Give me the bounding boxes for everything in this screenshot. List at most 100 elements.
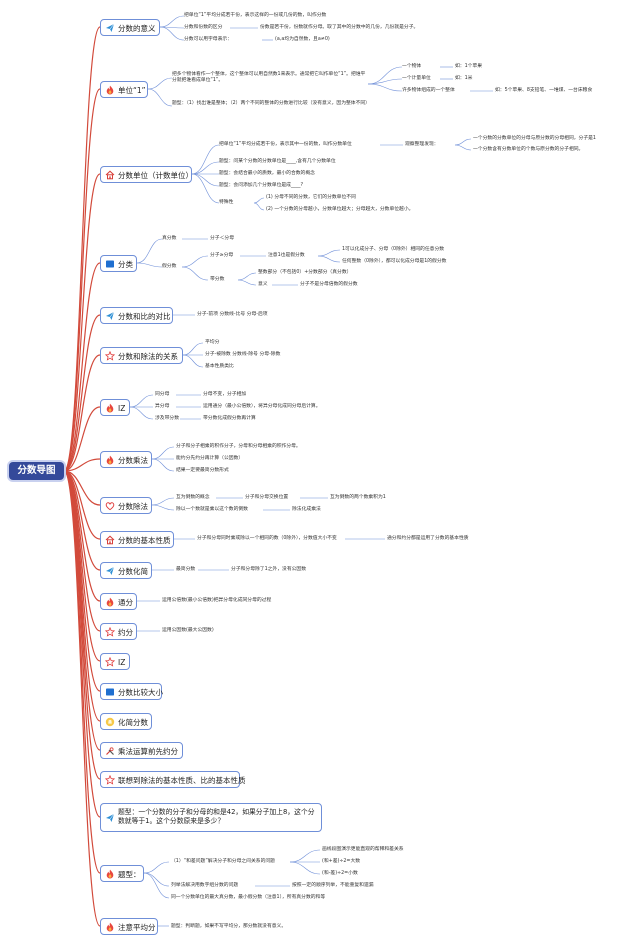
topic-node-basic-property[interactable]: 分数的基本性质 — [100, 531, 174, 548]
connector-line — [63, 470, 101, 927]
topic-node-associate-properties[interactable]: 联想到除法的基本性质、比的基本性质 — [100, 771, 246, 788]
connector-line — [159, 26, 185, 41]
star-icon — [105, 775, 115, 785]
topic-node-common-denominator[interactable]: 通分 — [100, 593, 137, 610]
connector-line — [63, 88, 101, 472]
fire-icon — [105, 403, 115, 413]
topic-label: 题型： — [118, 869, 141, 879]
topic-node-fraction-meaning[interactable]: 分数的意义 — [100, 19, 160, 36]
connector-line — [63, 314, 101, 472]
topic-node-average-division[interactable]: 注意平均分 — [100, 918, 158, 935]
leaf-text: 涉及带分数 — [155, 416, 179, 421]
connector-line — [151, 504, 175, 511]
connector-line — [63, 26, 101, 472]
connector-line — [317, 249, 341, 257]
topic-node-unit-one[interactable]: 单位“1” — [100, 81, 148, 98]
fire-icon — [105, 85, 115, 95]
star-icon — [105, 627, 115, 637]
leaf-text: 题型：会结合最小的质数，最小的合数的概念 — [219, 171, 315, 176]
leaf-text: 一个计量单位 — [402, 76, 431, 81]
connector-line — [63, 354, 101, 472]
leaf-text: 带分数化成假分数再计算 — [203, 416, 256, 421]
leaf-text: 平均分 — [205, 340, 220, 345]
leaf-text: 分子和分母交换位置 — [245, 495, 289, 500]
flag-icon — [105, 687, 115, 697]
connector-line — [159, 15, 185, 28]
leaf-text: 除法化成乘法 — [292, 507, 321, 512]
topic-node-classification[interactable]: 分类 — [100, 255, 137, 272]
topic-label: 题型：一个分数的分子和分母的和是42，如果分子加上8，这个分数就等于1。这个分数… — [118, 808, 315, 825]
connector-line — [182, 342, 204, 356]
leaf-text: 分子≥分母 — [210, 253, 234, 258]
topic-label: 化简分数 — [118, 717, 148, 727]
connector-line — [191, 161, 220, 175]
connector-line — [129, 406, 154, 420]
leaf-text: 如：1个苹果 — [455, 64, 483, 69]
leaf-text: 画线段图演示更能直观的帮释和差关系 — [322, 847, 404, 852]
topic-node-simplify[interactable]: 分数化简 — [100, 562, 152, 579]
leaf-text: 带分数 — [210, 277, 225, 282]
leaf-text: 真分数 — [162, 236, 177, 241]
connector-line — [237, 279, 257, 286]
topic-node-fraction-multiplication[interactable]: 分数乘法 — [100, 451, 152, 468]
topic-node-iz-2[interactable]: ⅠZ — [100, 653, 130, 670]
leaf-text: (1) 分母不同的分数，它们的分数单位不同 — [266, 195, 356, 200]
leaf-text: 分子-前项 分数线-比号 分母-后项 — [197, 312, 268, 317]
connector-line — [151, 497, 175, 506]
fire-icon — [105, 869, 115, 879]
topic-label: 分数和比的对比 — [118, 311, 171, 321]
topic-node-iz[interactable]: ⅠZ — [100, 399, 130, 416]
connector-line — [289, 849, 321, 863]
connector-line — [191, 173, 220, 187]
connector-line — [289, 861, 321, 875]
connector-line — [454, 144, 472, 151]
topic-node-reduce-before-multiply[interactable]: 乘法运算前先约分 — [100, 742, 183, 759]
leaf-text: 除以一个数就是乘以这个数的倒数 — [176, 507, 248, 512]
leaf-text: 题型：问某个分数的分数单位是____,含有几个分数单位 — [219, 159, 336, 164]
connector-line — [454, 138, 472, 146]
connector-line — [143, 872, 170, 887]
leaf-text: 1可以化成分子、分母（0除外）相同的任意分数 — [342, 247, 445, 252]
leaf-text: 注意1也是假分数 — [268, 253, 305, 258]
leaf-text: 许多物体组成的一个整体 — [402, 88, 455, 93]
topic-node-compare[interactable]: 分数比较大小 — [100, 683, 163, 700]
leaf-text: 特殊性 — [219, 200, 234, 205]
topic-label: 分数和除法的关系 — [118, 351, 178, 361]
send-icon — [105, 23, 115, 33]
send-icon — [105, 566, 115, 576]
leaf-text: 同一个分数单位的最大真分数，最小假分数（注意1），所有真分数的和等 — [171, 895, 326, 900]
leaf-text: 意义 — [258, 282, 268, 287]
leaf-text: 把单位“1”平均分成若干份，表示其中一份的数，叫作分数单位 — [219, 142, 352, 147]
topic-node-fraction-ratio[interactable]: 分数和比的对比 — [100, 307, 173, 324]
topic-label: 分数化简 — [118, 566, 148, 576]
leaf-text: 分数和份数的区分 — [184, 25, 223, 30]
fire-icon — [105, 455, 115, 465]
topic-label: 分数比较大小 — [118, 687, 163, 697]
star-icon — [105, 351, 115, 361]
leaf-text: 如：1米 — [455, 76, 473, 81]
topic-node-problem-sum-42[interactable]: 题型：一个分数的分子和分母的和是42，如果分子加上8，这个分数就等于1。这个分数… — [100, 803, 322, 832]
connector-line — [63, 173, 101, 472]
topic-node-fraction-division-relation[interactable]: 分数和除法的关系 — [100, 347, 183, 364]
connector-line — [181, 255, 209, 268]
topic-label: ⅠZ — [118, 657, 126, 667]
connector-line — [191, 173, 220, 204]
connector-line — [63, 406, 101, 472]
connector-line — [63, 458, 101, 472]
connector-line — [253, 202, 265, 211]
topic-label: 单位“1” — [118, 85, 146, 95]
connector-line — [317, 255, 341, 263]
topic-node-fraction-division[interactable]: 分数除法 — [100, 497, 152, 514]
leaf-text: 题型：判断题，如果不写平均分，那分数就没有意义。 — [171, 924, 287, 929]
connector-line — [143, 872, 170, 899]
topic-label: ⅠZ — [118, 403, 126, 413]
leaf-text: 把单位“1”平均分成若干份，表示这样的一份或几份的数，叫作分数 — [184, 13, 327, 18]
leaf-text: 互为倒数的两个数乘积为1 — [330, 495, 386, 500]
connector-line — [151, 446, 175, 460]
topic-node-fraction-unit[interactable]: 分数单位（计数单位） — [100, 166, 193, 183]
leaf-text: 能约分先约分再计算（公因数） — [176, 456, 244, 461]
topic-node-problem-types[interactable]: 题型： — [100, 865, 144, 882]
root-node[interactable]: 分数导图 — [9, 462, 64, 480]
topic-node-simplify-fraction[interactable]: 化简分数 — [100, 713, 152, 730]
topic-node-reduce[interactable]: 约分 — [100, 623, 137, 640]
